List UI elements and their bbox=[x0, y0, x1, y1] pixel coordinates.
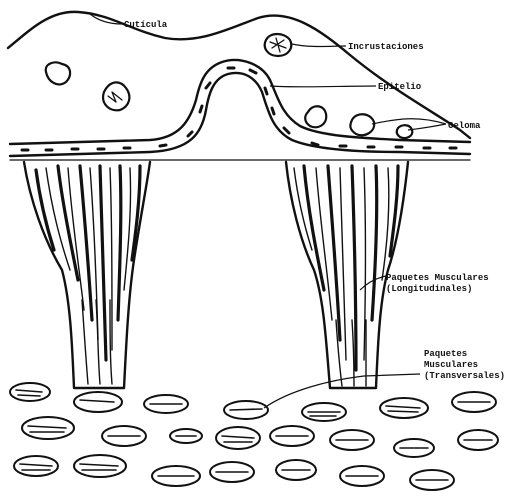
transverse-bundle bbox=[210, 462, 254, 482]
transverse-bundle bbox=[102, 426, 146, 446]
label-paquetes-long-1: Paquetes Musculares bbox=[386, 273, 489, 283]
transverse-bundle bbox=[380, 398, 428, 418]
transverse-bundle bbox=[410, 470, 454, 490]
transverse-bundle bbox=[330, 430, 374, 450]
transverse-bundle bbox=[276, 460, 316, 480]
transverse-bundle bbox=[452, 392, 496, 412]
label-paquetes-trans-3: (Transversales) bbox=[424, 371, 505, 381]
label-celoma: Celoma bbox=[448, 121, 481, 131]
transverse-bundle bbox=[74, 392, 122, 412]
transverse-bundle bbox=[152, 466, 200, 486]
transverse-bundle bbox=[224, 401, 268, 419]
leader-lines bbox=[90, 14, 446, 408]
incrustation-shape bbox=[265, 34, 292, 56]
transverse-bundle bbox=[10, 383, 50, 401]
transverse-bundle bbox=[22, 417, 74, 439]
transverse-bundles bbox=[10, 383, 498, 490]
label-cuticula: Cutícula bbox=[124, 20, 168, 30]
label-paquetes-trans-1: Paquetes bbox=[424, 349, 467, 359]
transverse-bundle bbox=[270, 426, 314, 446]
muscle-bundle-left bbox=[24, 162, 150, 388]
label-incrustaciones: Incrustaciones bbox=[348, 42, 424, 52]
epithelium-nuclei bbox=[22, 68, 456, 150]
transverse-bundle bbox=[394, 439, 434, 457]
transverse-bundle bbox=[14, 456, 58, 476]
transverse-bundle bbox=[216, 427, 260, 449]
transverse-bundle bbox=[144, 395, 188, 413]
label-paquetes-long-2: (Longitudinales) bbox=[386, 284, 472, 294]
transverse-bundle bbox=[340, 466, 384, 486]
transverse-bundle bbox=[74, 455, 126, 477]
label-epitelio: Epitelio bbox=[378, 82, 421, 92]
transverse-bundle bbox=[170, 429, 202, 443]
transverse-bundle bbox=[302, 403, 346, 421]
transverse-bundle bbox=[458, 430, 498, 450]
label-paquetes-trans-2: Musculares bbox=[424, 360, 478, 370]
